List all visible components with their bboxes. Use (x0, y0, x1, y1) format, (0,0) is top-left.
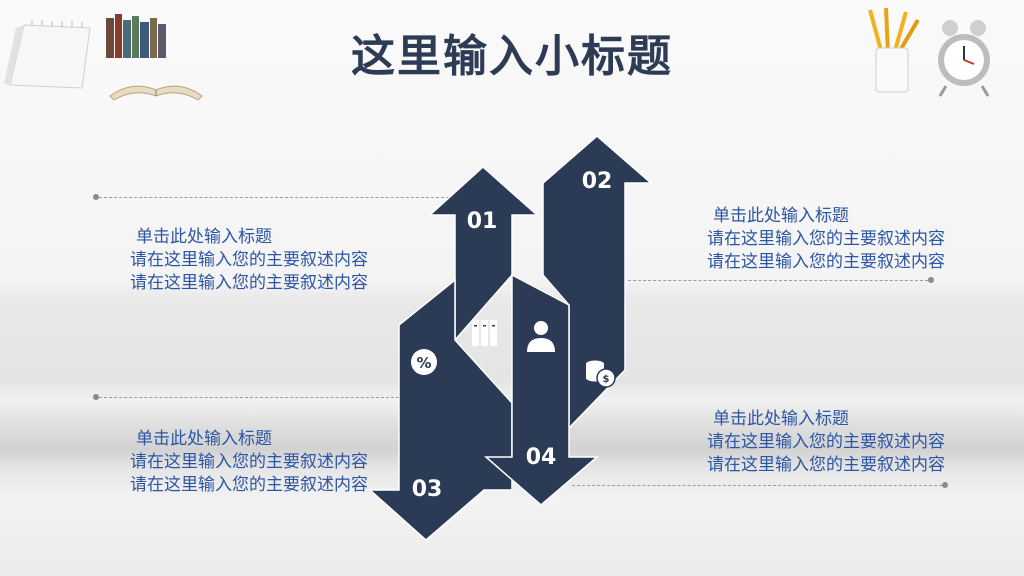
alarm-clock-icon (938, 20, 990, 97)
arrow-number-04: 04 (526, 445, 557, 470)
connector-line (99, 397, 399, 398)
block-heading[interactable]: 单击此处输入标题 (713, 409, 849, 429)
arrow-number-03: 03 (412, 477, 443, 502)
server-icon (472, 320, 497, 346)
text-block-2: 单击此处输入标题 请在这里输入您的主要叙述内容 请在这里输入您的主要叙述内容 (707, 205, 945, 274)
books-icon (106, 14, 166, 58)
block-heading[interactable]: 单击此处输入标题 (136, 227, 272, 247)
arrow-number-01: 01 (467, 209, 498, 234)
block-line[interactable]: 请在这里输入您的主要叙述内容 (130, 273, 368, 293)
block-line[interactable]: 请在这里输入您的主要叙述内容 (707, 252, 945, 272)
block-line[interactable]: 请在这里输入您的主要叙述内容 (707, 229, 945, 249)
block-line[interactable]: 请在这里输入您的主要叙述内容 (130, 475, 368, 495)
block-heading[interactable]: 单击此处输入标题 (713, 206, 849, 226)
connector-dot (93, 394, 99, 400)
connector-line (572, 485, 942, 486)
connector-dot (928, 277, 934, 283)
arrow-02 (542, 135, 654, 430)
pencil-cup-icon (868, 7, 920, 93)
block-heading[interactable]: 单击此处输入标题 (136, 429, 272, 449)
block-line[interactable]: 请在这里输入您的主要叙述内容 (130, 452, 368, 472)
page-title: 这里输入小标题 (351, 31, 673, 82)
connector-dot (93, 194, 99, 200)
connector-dot (942, 482, 948, 488)
arrow-04 (484, 273, 600, 506)
text-block-4: 单击此处输入标题 请在这里输入您的主要叙述内容 请在这里输入您的主要叙述内容 (707, 408, 945, 477)
connector-line (628, 280, 928, 281)
coins-icon: $ (586, 360, 616, 388)
arrow-03 (368, 278, 513, 541)
block-line[interactable]: 请在这里输入您的主要叙述内容 (130, 250, 368, 270)
user-icon (527, 321, 555, 352)
arrow-number-02: 02 (582, 169, 613, 194)
block-line[interactable]: 请在这里输入您的主要叙述内容 (707, 455, 945, 475)
text-block-3: 单击此处输入标题 请在这里输入您的主要叙述内容 请在这里输入您的主要叙述内容 (130, 428, 368, 497)
text-block-1: 单击此处输入标题 请在这里输入您的主要叙述内容 请在这里输入您的主要叙述内容 (130, 226, 368, 295)
svg-text:%: % (416, 354, 431, 372)
svg-text:$: $ (603, 374, 610, 385)
open-book-icon (109, 85, 203, 101)
percent-icon: % (411, 349, 437, 375)
calendar-icon (4, 20, 91, 89)
arrow-01 (428, 165, 539, 342)
block-line[interactable]: 请在这里输入您的主要叙述内容 (707, 432, 945, 452)
connector-line (99, 197, 449, 198)
